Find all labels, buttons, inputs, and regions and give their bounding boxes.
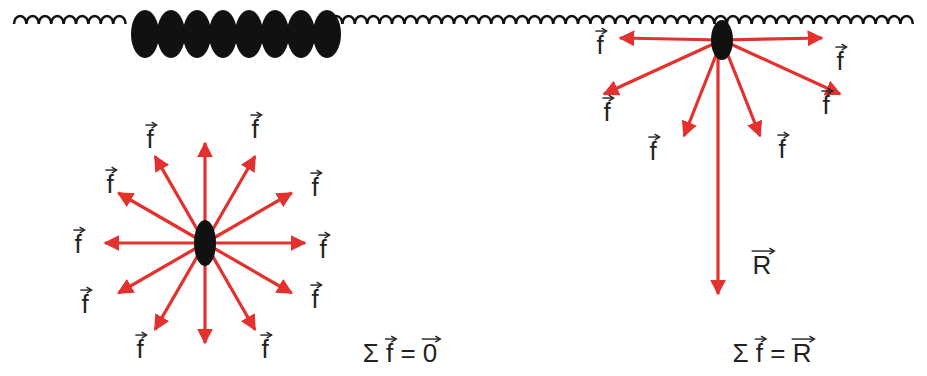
force-label-box: f xyxy=(106,170,113,200)
molecule xyxy=(235,10,263,58)
force-label: f xyxy=(261,334,268,364)
force-label: f xyxy=(311,172,318,202)
molecule xyxy=(209,10,237,58)
force-label: f xyxy=(136,334,143,364)
force-label-box: f xyxy=(311,173,318,203)
force-label-box: f xyxy=(596,31,603,61)
force-label: f xyxy=(649,136,656,166)
force-arrow xyxy=(722,38,822,40)
force-label: f xyxy=(251,114,258,144)
force-label-box: f xyxy=(81,290,88,320)
force-arrows xyxy=(105,38,840,343)
force-label-box: f xyxy=(261,335,268,365)
force-label: f xyxy=(81,289,88,319)
force-arrow xyxy=(716,44,719,294)
sum-equation-box: Σ f = R xyxy=(733,339,812,369)
force-arrow xyxy=(620,38,722,40)
force-label: f xyxy=(311,284,318,314)
force-label-box: f xyxy=(778,135,785,165)
surface-molecule xyxy=(711,20,733,60)
force-label: f xyxy=(596,30,603,60)
force-label: f xyxy=(146,124,153,154)
molecule xyxy=(261,10,289,58)
molecule xyxy=(183,10,211,58)
force-arrow xyxy=(205,241,305,244)
force-label: f xyxy=(319,234,326,264)
force-label-box: f xyxy=(603,98,610,128)
force-label: f xyxy=(106,169,113,199)
molecule xyxy=(131,10,159,58)
force-label-box: f xyxy=(146,125,153,155)
molecule-row xyxy=(131,10,341,58)
bulk-molecule xyxy=(194,220,216,266)
sum-equation: Σ f = R xyxy=(733,338,812,368)
force-arrow xyxy=(105,241,205,244)
force-label-box: f xyxy=(136,335,143,365)
force-label-box: f xyxy=(836,47,843,77)
force-label-box: f xyxy=(822,91,829,121)
force-label: f xyxy=(822,90,829,120)
force-label: f xyxy=(74,229,81,259)
force-label-box: f xyxy=(74,230,81,260)
force-arrow xyxy=(118,243,205,293)
resultant-label: R xyxy=(753,250,772,280)
molecule xyxy=(287,10,315,58)
molecule xyxy=(313,10,341,58)
force-label-box: f xyxy=(649,137,656,167)
force-label: f xyxy=(836,46,843,76)
sum-equation-box: Σ f = 0 xyxy=(363,339,438,369)
sum-equation: Σ f = 0 xyxy=(363,338,438,368)
force-arrow xyxy=(205,193,292,243)
force-label: f xyxy=(603,97,610,127)
resultant-label-box: R xyxy=(753,251,772,281)
force-label-box: f xyxy=(311,285,318,315)
force-label-box: f xyxy=(251,115,258,145)
force-label: f xyxy=(778,134,785,164)
molecule xyxy=(157,10,185,58)
force-label-box: f xyxy=(319,235,326,265)
